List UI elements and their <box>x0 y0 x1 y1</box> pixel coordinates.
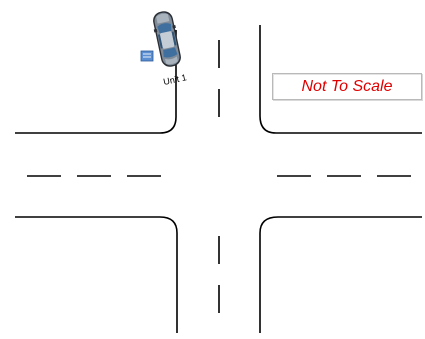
lane-markings <box>27 40 411 313</box>
vehicle-unit-1[interactable]: Unit 1 <box>140 9 187 87</box>
road-edges <box>15 25 422 333</box>
car-icon <box>153 11 181 67</box>
scale-note-box: Not To Scale <box>272 73 422 100</box>
vehicle-marker-icon <box>140 50 154 62</box>
road-edge-bottom-left <box>15 216 178 333</box>
road-edge-top-right <box>259 25 422 134</box>
scale-note-text: Not To Scale <box>301 77 393 95</box>
road-edge-bottom-right <box>259 216 422 333</box>
vehicle-label: Unit 1 <box>162 72 187 87</box>
road-edge-top-left <box>15 30 177 134</box>
